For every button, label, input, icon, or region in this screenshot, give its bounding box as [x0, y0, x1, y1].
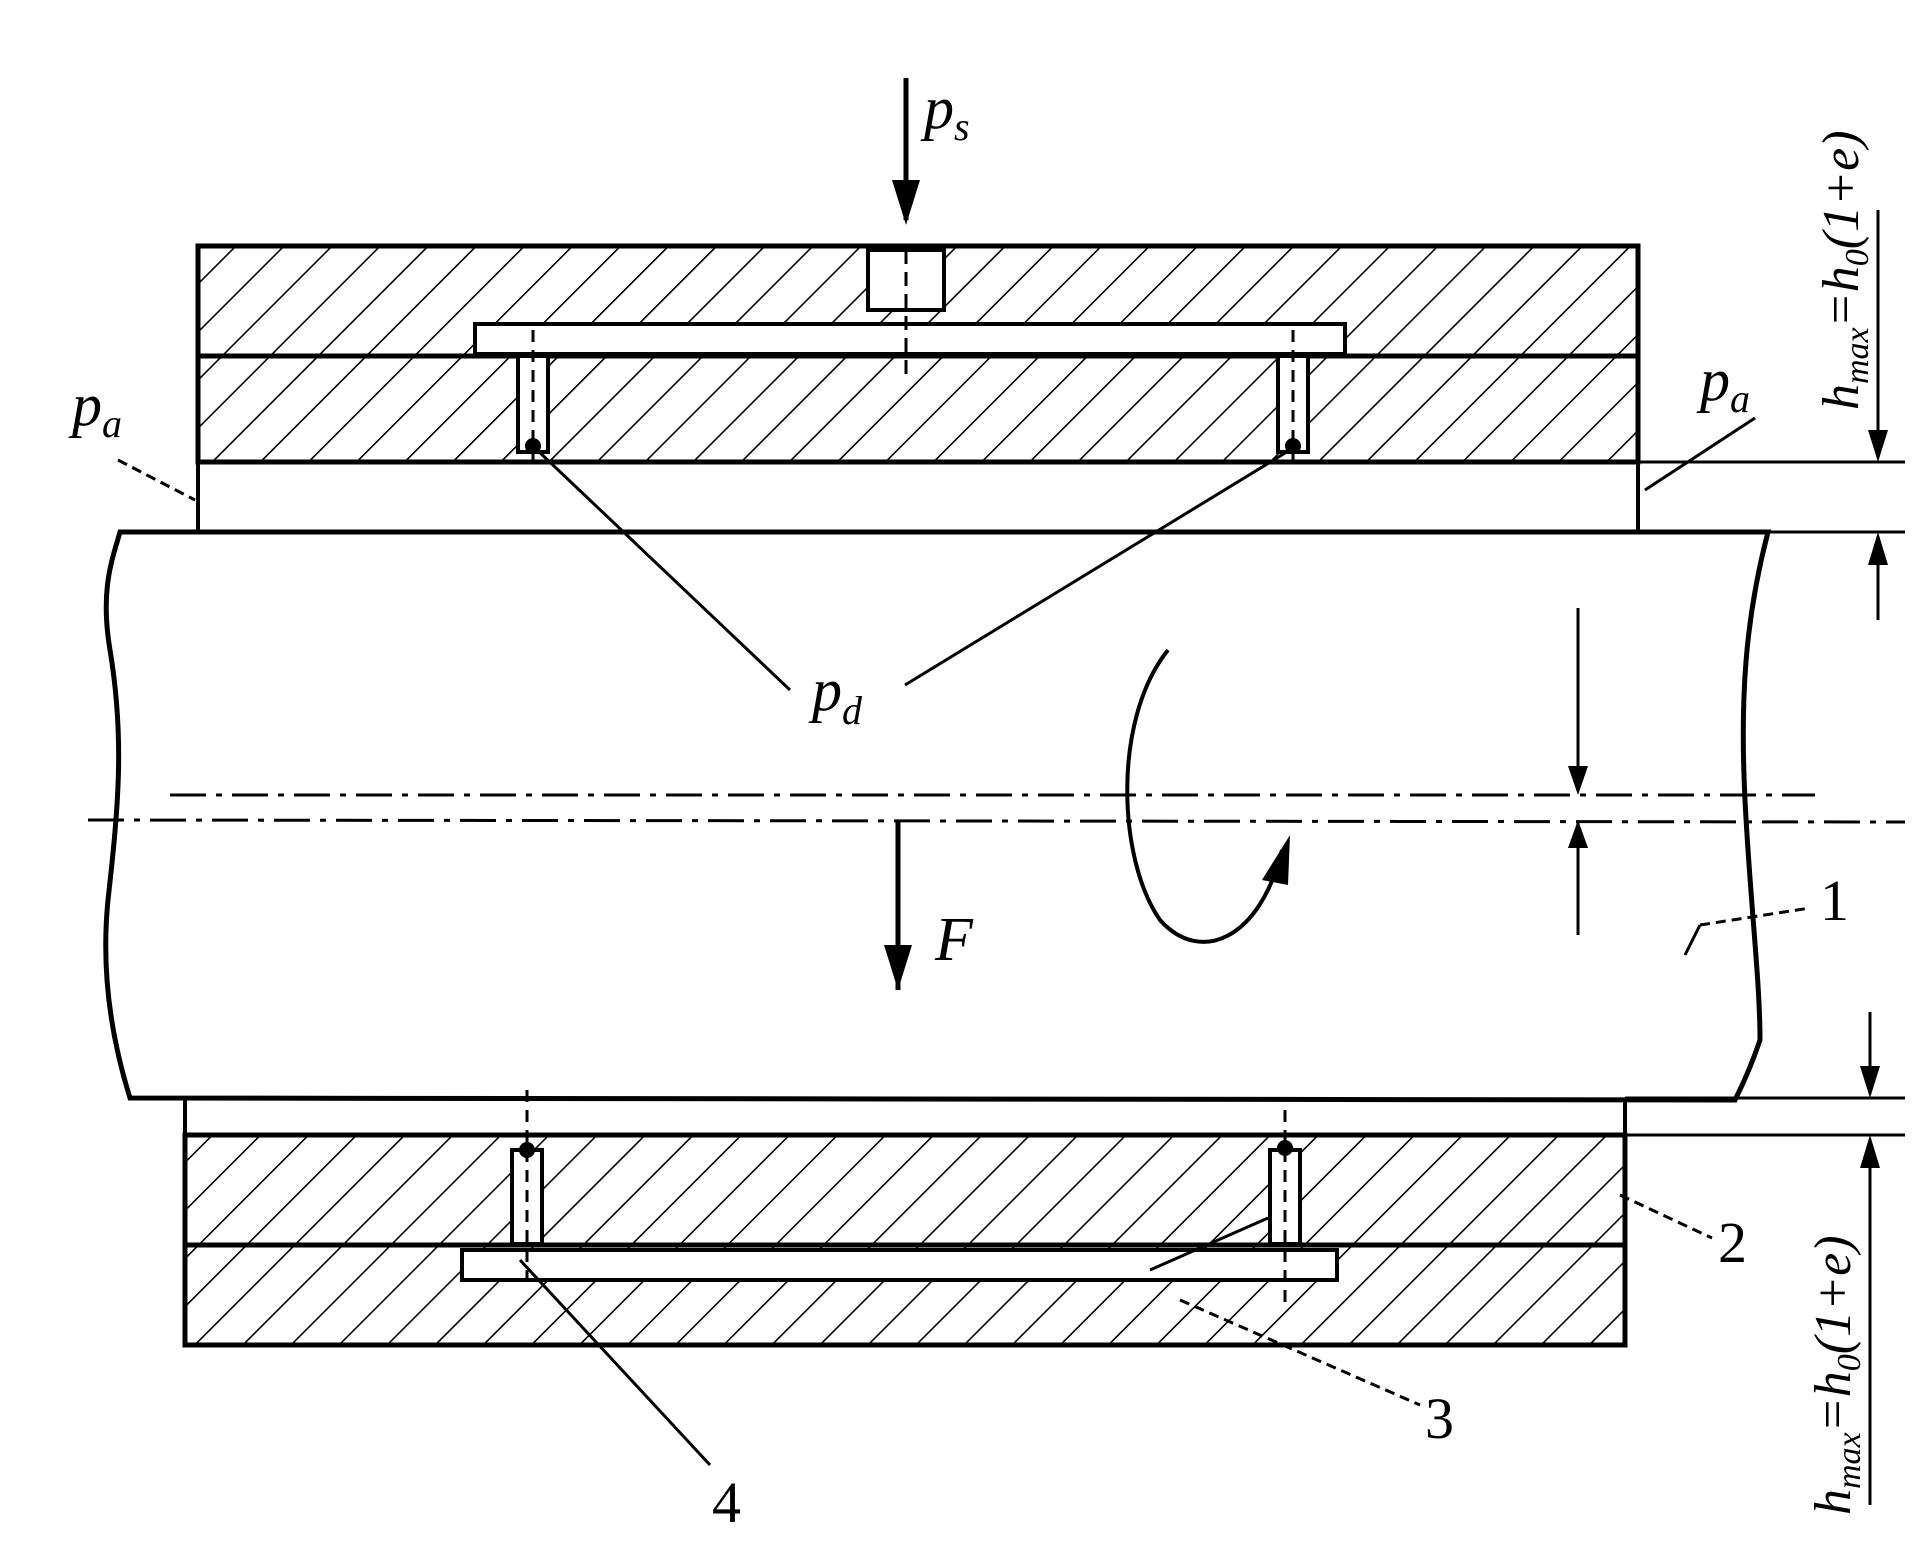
shaft — [87, 529, 1906, 1103]
pocket-pressure-label: pd — [808, 657, 863, 733]
ambient-pressure-label-left: pa — [68, 372, 122, 446]
supply-pressure-label: ps — [920, 75, 970, 149]
pd-leader-right — [904, 448, 1291, 687]
force-label: F — [934, 906, 974, 974]
annotations — [117, 78, 1905, 1505]
part-2-label: 2 — [1718, 1210, 1747, 1275]
shaft-centerline — [87, 818, 1906, 824]
part-3-label: 3 — [1425, 1386, 1454, 1451]
part-1-label: 1 — [1820, 868, 1849, 933]
pd-leader-left — [533, 446, 792, 692]
ambient-pressure-label-right: pa — [1696, 347, 1750, 421]
hmax-label-top: hmax=h0(1+e) — [1813, 130, 1876, 410]
rotation-arrow — [1125, 648, 1284, 944]
hmax-label-bottom: hmax=h0(1+e) — [1805, 1235, 1868, 1515]
bottom-bearing-shell — [182, 1090, 1628, 1348]
bottom-supply-groove — [460, 1248, 1339, 1282]
labels: ps pa pa pd F 1 2 3 4 hmax=h0(1+e) hmax=… — [68, 75, 1876, 1535]
top-bearing-shell — [195, 243, 1641, 532]
top-bushing — [195, 353, 1641, 465]
top-film-gap — [198, 462, 1638, 532]
part-4-label: 4 — [712, 1470, 741, 1535]
top-supply-groove — [473, 322, 1347, 356]
shaft-outline — [103, 529, 1772, 1103]
bottom-bushing — [182, 1132, 1628, 1248]
